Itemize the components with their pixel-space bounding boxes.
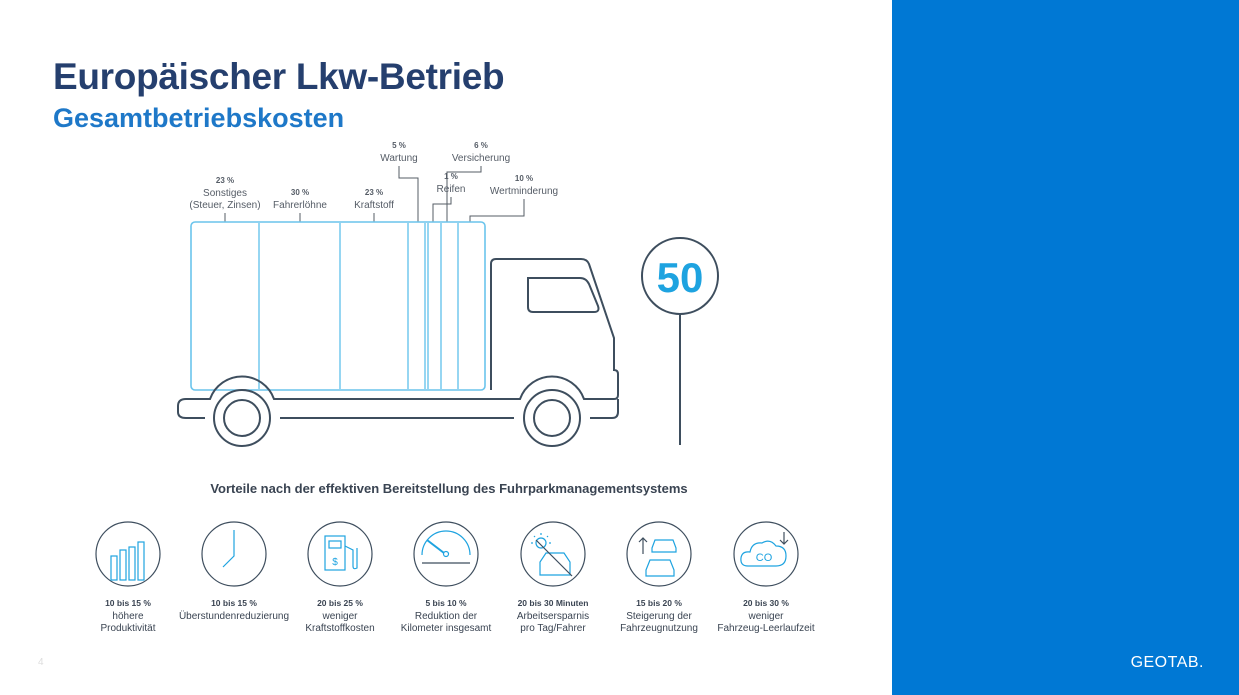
stacked-cars-icon — [626, 521, 692, 587]
benefit-text: weniger — [747, 611, 784, 622]
svg-text:$: $ — [332, 557, 338, 568]
cost-labels: 23 % Sonstiges (Steuer, Zinsen) 30 % Fah… — [189, 141, 558, 211]
cost-label-wertminderung: Wertminderung — [490, 186, 558, 197]
cost-pct-reifen: 1 % — [444, 172, 458, 181]
benefit-text: Reduktion der — [415, 611, 478, 622]
cost-leader-lines — [224, 166, 525, 230]
benefit-text: Kraftstoffkosten — [305, 623, 374, 634]
cost-pct-versicherung: 6 % — [474, 141, 488, 150]
cost-label-kraftstoff: Kraftstoff — [354, 200, 394, 211]
benefit-text: pro Tag/Fahrer — [520, 623, 586, 634]
benefits-title: Vorteile nach der effektiven Bereitstell… — [210, 481, 687, 496]
benefit-pct: 10 bis 15 % — [105, 598, 151, 608]
benefit-text: Fahrzeug-Leerlaufzeit — [717, 623, 814, 634]
benefit-pct: 20 bis 30 % — [743, 598, 789, 608]
benefit-pct: 20 bis 25 % — [317, 598, 363, 608]
cost-pct-wertminderung: 10 % — [515, 174, 533, 183]
benefit-text: Produktivität — [100, 623, 155, 634]
truck-outline — [177, 258, 619, 447]
cost-pct-fahrerloehne: 30 % — [291, 188, 309, 197]
benefit-pct: 15 bis 20 % — [636, 598, 682, 608]
speed-sign-value: 50 — [657, 254, 704, 301]
cost-label-fahrerloehne: Fahrerlöhne — [273, 200, 327, 211]
cost-label-versicherung: Versicherung — [452, 153, 510, 164]
cost-pct-sonstiges: 23 % — [216, 176, 234, 185]
slide-title: Europäischer Lkw-Betrieb — [53, 56, 505, 97]
page-number: 4 — [38, 657, 44, 668]
benefit-text: Überstundenreduzierung — [179, 610, 289, 622]
tco-infographic: 23 % Sonstiges (Steuer, Zinsen) 30 % Fah… — [95, 141, 815, 634]
benefit-text: Arbeitsersparnis — [517, 611, 589, 622]
car-sun-icon — [520, 521, 586, 587]
cost-label-wartung: Wartung — [380, 153, 417, 164]
svg-text:CO: CO — [756, 552, 773, 564]
benefit-pct: 5 bis 10 % — [425, 598, 467, 608]
speed-sign: 50 — [641, 237, 719, 445]
bar-chart-icon — [95, 521, 161, 587]
cost-label-reifen: Reifen — [437, 184, 466, 195]
benefit-text: weniger — [321, 611, 358, 622]
benefit-text: Steigerung der — [626, 611, 692, 622]
side-panel — [892, 0, 1239, 695]
truck-cargo-box — [190, 221, 486, 391]
cost-pct-kraftstoff: 23 % — [365, 188, 383, 197]
benefit-icons: $ — [95, 521, 799, 587]
fuel-pump-icon: $ — [307, 521, 373, 587]
benefit-texts: 10 bis 15 % höhere Produktivität 10 bis … — [100, 598, 814, 634]
benefit-pct: 10 bis 15 % — [211, 598, 257, 608]
benefit-text: höhere — [112, 611, 144, 622]
benefit-text: Kilometer insgesamt — [401, 623, 492, 634]
brand-logo: GEOTAB. — [1130, 654, 1204, 671]
cost-pct-wartung: 5 % — [392, 141, 406, 150]
gauge-icon — [413, 521, 479, 587]
cost-label-sonstiges: Sonstiges — [203, 188, 247, 199]
benefit-text: Fahrzeugnutzung — [620, 623, 698, 634]
clock-icon — [201, 521, 267, 587]
benefit-pct: 20 bis 30 Minuten — [518, 598, 589, 608]
co2-cloud-icon: CO — [733, 521, 799, 587]
cost-label-sonstiges-detail: (Steuer, Zinsen) — [189, 200, 260, 211]
slide-subtitle: Gesamtbetriebskosten — [53, 103, 345, 133]
